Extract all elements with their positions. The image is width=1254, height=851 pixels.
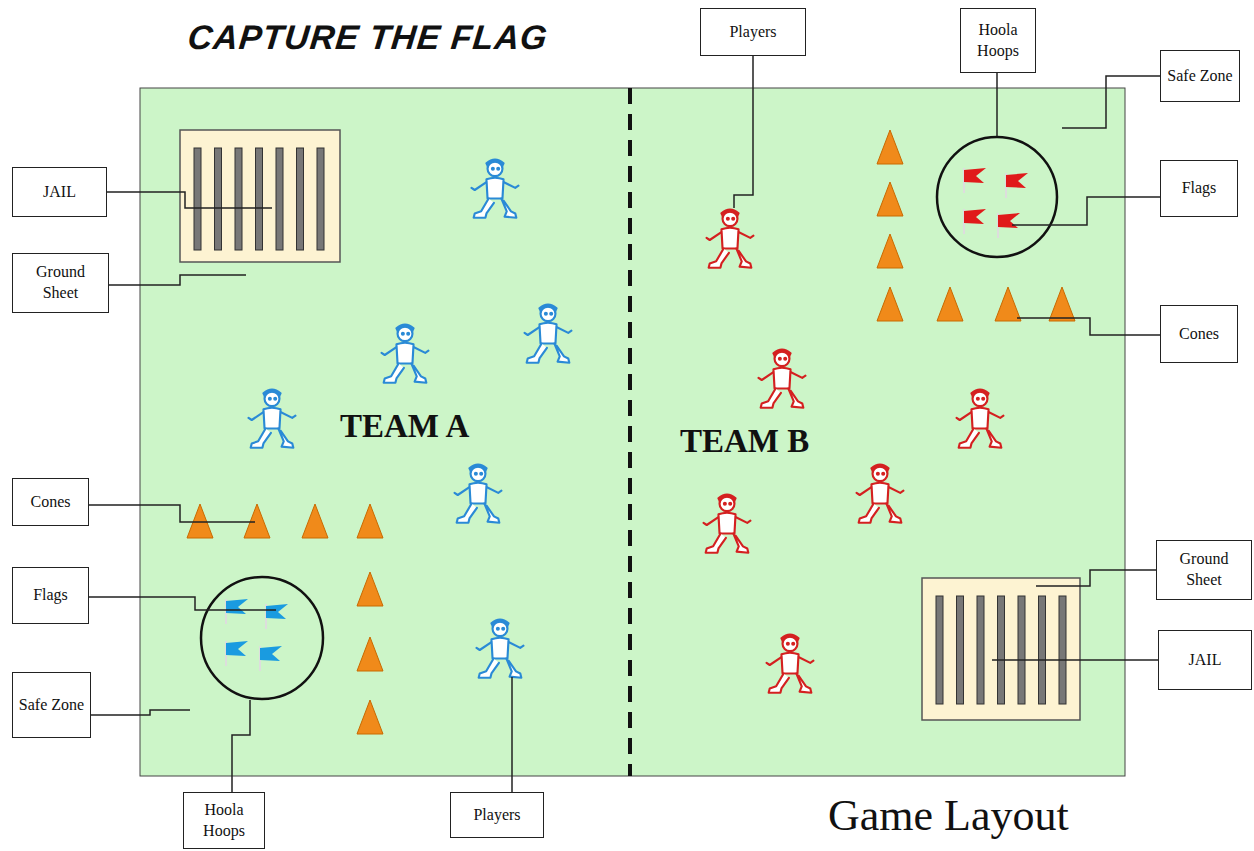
callout-box: Safe Zone bbox=[1160, 50, 1240, 102]
jail-bar bbox=[297, 148, 304, 250]
jail-bar bbox=[194, 148, 201, 250]
team-label: TEAM B bbox=[680, 423, 809, 460]
jail-bar bbox=[1018, 596, 1025, 704]
callout-box: Ground Sheet bbox=[1156, 540, 1252, 600]
cone bbox=[937, 287, 963, 321]
jail-ground-sheet bbox=[180, 130, 1080, 720]
callout-box: JAIL bbox=[12, 167, 107, 217]
cone bbox=[187, 504, 213, 538]
callout-box: Hoola Hoops bbox=[960, 8, 1036, 73]
callout-text: Flags bbox=[1182, 178, 1217, 199]
callout-box: JAIL bbox=[1158, 630, 1252, 690]
layout-caption: Game Layout bbox=[828, 790, 1069, 841]
jail-bar bbox=[256, 148, 263, 250]
callout-box: Ground Sheet bbox=[12, 253, 109, 313]
callout-text: JAIL bbox=[1189, 650, 1222, 671]
cone bbox=[1049, 287, 1075, 321]
callout-box: Safe Zone bbox=[12, 672, 91, 738]
jail-bar bbox=[235, 148, 242, 250]
leader-lines bbox=[89, 56, 1160, 792]
callout-text: Cones bbox=[31, 492, 71, 513]
callout-text: Ground Sheet bbox=[1162, 549, 1246, 591]
jail-bar bbox=[1039, 596, 1046, 704]
callout-text: JAIL bbox=[43, 182, 76, 203]
callout-text: Safe Zone bbox=[19, 695, 84, 716]
jail-bars bbox=[194, 148, 1066, 704]
hoola-hoop bbox=[201, 577, 323, 699]
callout-text: Ground Sheet bbox=[18, 262, 103, 304]
jail-bar bbox=[317, 148, 324, 250]
callout-text: Safe Zone bbox=[1167, 66, 1232, 87]
hoola-hoop bbox=[937, 137, 1057, 257]
callout-text: Hoola Hoops bbox=[189, 800, 259, 842]
cone bbox=[302, 504, 328, 538]
cone bbox=[995, 287, 1021, 321]
callout-box: Flags bbox=[12, 567, 89, 624]
cone bbox=[357, 700, 383, 734]
cone bbox=[877, 234, 903, 268]
jail-bar bbox=[215, 148, 222, 250]
callout-text: Hoola Hoops bbox=[966, 20, 1030, 62]
callout-text: Cones bbox=[1179, 324, 1219, 345]
cone bbox=[357, 504, 383, 538]
cone bbox=[357, 637, 383, 671]
team-a-players bbox=[249, 160, 572, 678]
cone bbox=[877, 287, 903, 321]
team-label: TEAM A bbox=[340, 408, 469, 445]
jail-bar bbox=[276, 148, 283, 250]
callout-box: Players bbox=[450, 792, 544, 838]
cone bbox=[244, 504, 270, 538]
callout-text: Flags bbox=[33, 585, 68, 606]
callout-box: Cones bbox=[1160, 305, 1238, 363]
jail-bar bbox=[936, 596, 943, 704]
jail-bar bbox=[957, 596, 964, 704]
callout-box: Hoola Hoops bbox=[183, 792, 265, 849]
jail-bar bbox=[977, 596, 984, 704]
cones bbox=[187, 130, 1075, 734]
jail-bar bbox=[998, 596, 1005, 704]
callout-text: Players bbox=[473, 805, 520, 826]
cone bbox=[357, 572, 383, 606]
callout-text: Players bbox=[729, 22, 776, 43]
callout-box: Players bbox=[700, 8, 806, 56]
cone bbox=[877, 182, 903, 216]
callout-box: Flags bbox=[1160, 160, 1238, 217]
page-title: CAPTURE THE FLAG bbox=[186, 18, 550, 57]
cone bbox=[877, 130, 903, 164]
callout-box: Cones bbox=[12, 478, 89, 526]
jail-bar bbox=[1059, 596, 1066, 704]
flags bbox=[964, 168, 1028, 238]
